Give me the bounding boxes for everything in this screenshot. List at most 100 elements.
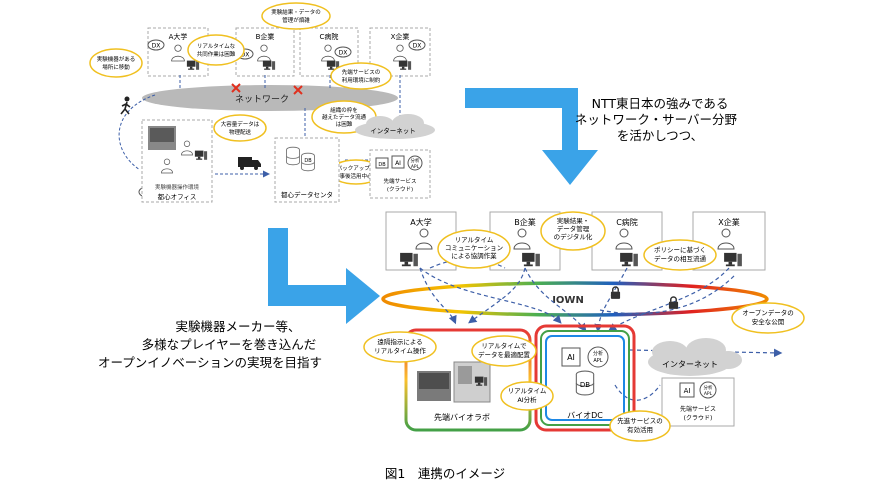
svg-text:組織の枠を: 組織の枠を xyxy=(330,106,358,114)
right-arrow-to-future xyxy=(268,228,380,324)
svg-text:のデジタル化: のデジタル化 xyxy=(554,232,593,241)
figure-caption: 図1 連携のイメージ xyxy=(385,466,505,481)
svg-text:オープンデータの: オープンデータの xyxy=(742,308,794,317)
svg-text:DX: DX xyxy=(413,43,422,50)
top-office-label: 都心オフィス xyxy=(158,193,197,201)
bot-biodc-label: バイオDC xyxy=(567,411,603,420)
svg-text:リアルタイム操作: リアルタイム操作 xyxy=(374,346,426,355)
top-callout-org-limit: 組織の枠を 越えたデータ流通 は困難 xyxy=(311,100,377,134)
svg-text:データを最適配置: データを最適配置 xyxy=(478,350,531,359)
bot-internet-cloud: インターネット xyxy=(648,338,742,376)
svg-text:分析: 分析 xyxy=(593,350,603,357)
bot-cloud-apl-icon xyxy=(699,381,717,399)
svg-text:リアルタイム: リアルタイム xyxy=(455,235,494,244)
svg-text:有効活用: 有効活用 xyxy=(627,425,653,434)
top-datacenter-label: 都心データセンタ xyxy=(281,190,333,199)
svg-text:リアルタイム: リアルタイム xyxy=(508,386,547,395)
bot-callout-effective: 先進サービスの 有効活用 xyxy=(609,410,671,442)
svg-text:DB: DB xyxy=(378,162,386,168)
bot-cloud-label: 先端サービス xyxy=(680,405,716,413)
svg-text:(クラウド): (クラウド) xyxy=(387,185,413,193)
svg-text:安全な公開: 安全な公開 xyxy=(752,317,785,326)
bot-callout-remote: 遠隔指示による リアルタイム操作 xyxy=(363,331,437,363)
top-callout-collab: リアルタイムな 共同作業は困難 xyxy=(187,34,245,66)
svg-text:多様なプレイヤーを巻き込んだ: 多様なプレイヤーを巻き込んだ xyxy=(142,337,317,352)
top-cloud-label: 先端サービス xyxy=(383,177,416,185)
svg-text:場所に移動: 場所に移動 xyxy=(102,63,130,71)
bot-org-x-label: X企業 xyxy=(718,217,739,227)
bot-callout-policy: ポリシーに基づく データの相互流通 xyxy=(643,239,717,271)
top-walking-person-icon xyxy=(120,96,131,115)
top-callout-move: 実験機器がある 場所に移動 xyxy=(89,48,143,78)
svg-text:DX: DX xyxy=(241,52,250,59)
svg-text:大容量データは: 大容量データは xyxy=(221,120,260,128)
goal-description: 実験機器メーカー等、 多様なプレイヤーを巻き込んだ オープンイノベーションの実現… xyxy=(98,319,322,370)
top-datacenter-db-icon xyxy=(286,146,300,166)
svg-text:利用環境に制約: 利用環境に制約 xyxy=(342,76,381,84)
bot-lock-icon-2 xyxy=(668,296,679,309)
top-callout-services: 先端サービスの 利用環境に制約 xyxy=(330,62,392,90)
top-network-label: ネットワーク xyxy=(235,94,289,105)
top-org-a-label: A大学 xyxy=(169,32,188,41)
down-arrow-to-future xyxy=(465,88,598,185)
svg-text:DB: DB xyxy=(580,381,590,389)
svg-text:AI: AI xyxy=(684,387,691,395)
svg-text:分析: 分析 xyxy=(411,157,420,164)
svg-text:実験機器がある: 実験機器がある xyxy=(97,55,136,63)
svg-text:分析: 分析 xyxy=(704,384,713,391)
svg-text:物理配送: 物理配送 xyxy=(229,128,252,136)
top-internet-cloud: インターネット xyxy=(355,114,435,139)
bot-org-c-label: C病院 xyxy=(616,217,638,227)
svg-text:APL: APL xyxy=(411,164,420,170)
bot-callout-opendata: オープンデータの 安全な公開 xyxy=(731,302,805,334)
svg-text:実験機器メーカー等、: 実験機器メーカー等、 xyxy=(175,319,300,334)
svg-text:ネットワーク・サーバー分野: ネットワーク・サーバー分野 xyxy=(575,112,738,127)
bot-callout-optimal: リアルタイムで データを最適配置 xyxy=(471,335,537,367)
svg-text:先進サービスの: 先進サービスの xyxy=(617,416,663,425)
top-red-crosses xyxy=(231,83,303,95)
bot-callout-results: 実験結果・ データ管理 のデジタル化 xyxy=(540,211,606,251)
bot-biodc-apl-icon xyxy=(587,346,609,368)
top-org-x-label: X企業 xyxy=(391,32,410,41)
svg-text:オープンイノベーションの実現を目指す: オープンイノベーションの実現を目指す xyxy=(98,355,322,370)
top-current-state-diagram: A大学 B企業 C病院 X企業 DX DX DX DX DX ネットワーク xyxy=(89,2,435,203)
svg-text:コミュニケーション: コミュニケーション xyxy=(445,244,503,252)
bot-adv-lab-box xyxy=(404,328,532,432)
svg-text:AI分析: AI分析 xyxy=(517,395,537,404)
top-truck-icon xyxy=(238,157,261,170)
svg-text:DX: DX xyxy=(152,43,161,50)
svg-text:DX: DX xyxy=(339,50,348,57)
svg-text:DB: DB xyxy=(304,158,312,164)
bot-callout-rt-ai: リアルタイム AI分析 xyxy=(500,381,554,411)
svg-text:先端サービスの: 先端サービスの xyxy=(342,68,381,76)
arrow-description: NTT東日本の強みである ネットワーク・サーバー分野 を活かしつつ、 xyxy=(575,96,738,143)
svg-text:ポリシーに基づく: ポリシーに基づく xyxy=(654,245,706,254)
top-callout-backup: バックアップ・ 事後活用中心 xyxy=(329,159,383,185)
bottom-future-diagram: A大学 B企業 C病院 X企業 IOWN xyxy=(363,211,805,442)
top-cloud-db-icon xyxy=(375,157,389,169)
svg-text:を活かしつつ、: を活かしつつ、 xyxy=(617,128,703,143)
svg-text:バックアップ・: バックアップ・ xyxy=(337,165,376,172)
svg-text:事後活用中心: 事後活用中心 xyxy=(339,172,373,180)
svg-text:データの相互流通: データの相互流通 xyxy=(654,254,707,263)
iown-label: IOWN xyxy=(552,295,584,306)
svg-text:共同作業は困難: 共同作業は困難 xyxy=(197,50,236,58)
svg-text:越えたデータ流通: 越えたデータ流通 xyxy=(322,113,367,121)
top-callout-bulk: 大容量データは 物理配送 xyxy=(213,114,267,142)
bot-cloud-service-box xyxy=(661,377,735,427)
top-cloud-ai-icon xyxy=(391,155,405,169)
svg-text:による協調作業: による協調作業 xyxy=(451,251,497,260)
svg-text:実験結果・データの: 実験結果・データの xyxy=(271,8,321,16)
bot-adv-lab-label: 先端バイオラボ xyxy=(434,412,490,422)
svg-text:データ管理: データ管理 xyxy=(557,224,590,233)
svg-text:遠隔指示による: 遠隔指示による xyxy=(377,337,422,346)
bot-biodc-ai-icon xyxy=(561,347,581,367)
top-org-c-label: C病院 xyxy=(320,32,339,41)
svg-text:管理が煩雑: 管理が煩雑 xyxy=(282,16,310,24)
top-cloud-apl-icon xyxy=(407,155,423,171)
svg-text:は困難: は困難 xyxy=(336,120,353,128)
svg-text:APL: APL xyxy=(704,391,713,397)
svg-text:実験結果・: 実験結果・ xyxy=(557,216,590,225)
svg-text:リアルタイムな: リアルタイムな xyxy=(197,42,236,50)
